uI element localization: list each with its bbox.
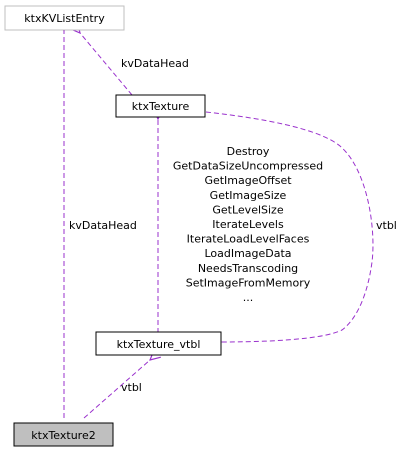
vtbl-method-item: GetImageOffset	[204, 174, 292, 187]
vtbl-method-item: GetDataSizeUncompressed	[173, 160, 323, 173]
edge-texture-to-kvlistentry	[80, 33, 133, 96]
edge-label-kvdatahead-top: kvDataHead	[121, 57, 189, 70]
node-label-ktxtexture2: ktxTexture2	[31, 429, 95, 442]
edge-texture2-to-vtbl	[83, 360, 150, 419]
vtbl-method-item: IterateLevels	[212, 218, 284, 231]
node-ktxtexture-vtbl[interactable]: ktxTexture_vtbl	[95, 331, 222, 356]
node-label-ktxtexture: ktxTexture	[132, 100, 190, 113]
vtbl-method-item: ...	[243, 291, 254, 304]
edges	[64, 31, 374, 419]
node-label-ktxkvlistentry: ktxKVListEntry	[24, 12, 105, 25]
vtbl-method-item: GetLevelSize	[212, 203, 283, 216]
vtbl-method-item: LoadImageData	[204, 247, 291, 260]
vtbl-method-item: GetImageSize	[210, 189, 287, 202]
node-ktxtexture2[interactable]: ktxTexture2	[13, 422, 114, 447]
node-label-ktxtexture-vtbl: ktxTexture_vtbl	[117, 338, 201, 351]
vtbl-method-item: IterateLoadLevelFaces	[187, 233, 310, 246]
vtbl-method-list: DestroyGetDataSizeUncompressedGetImageOf…	[173, 145, 323, 304]
edge-label-vtbl-bottom: vtbl	[121, 381, 142, 394]
node-ktxkvlistentry[interactable]: ktxKVListEntry	[4, 5, 125, 31]
vtbl-method-item: NeedsTranscoding	[198, 262, 298, 275]
vtbl-method-item: SetImageFromMemory	[186, 276, 311, 289]
edge-texture-to-vtbl	[205, 111, 374, 342]
edge-label-vtbl-right: vtbl	[376, 219, 397, 232]
edge-label-kvdatahead-left: kvDataHead	[69, 219, 137, 232]
vtbl-method-item: Destroy	[227, 145, 270, 158]
node-ktxtexture[interactable]: ktxTexture	[115, 94, 206, 118]
